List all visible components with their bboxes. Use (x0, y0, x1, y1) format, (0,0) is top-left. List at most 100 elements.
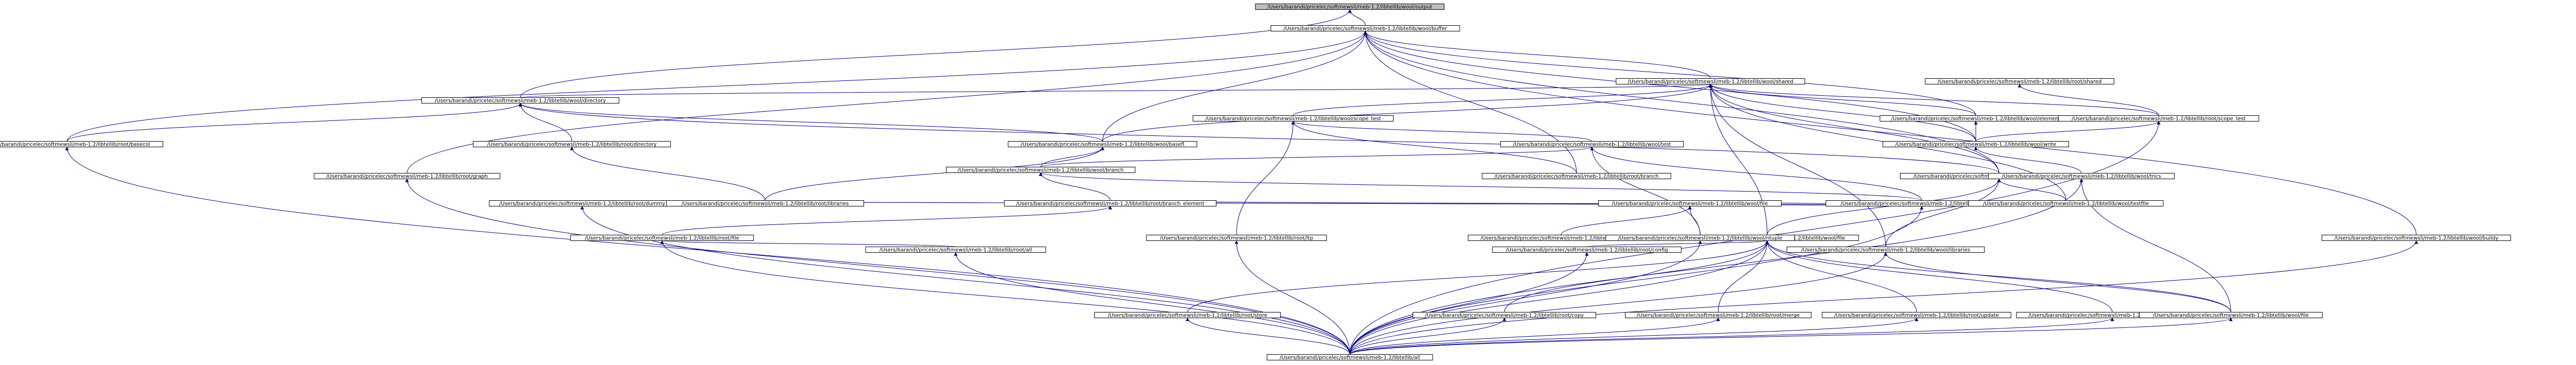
graph-edge-branch_element-to-wbranch (1039, 172, 1111, 201)
graph-edge-wbasefl-to-buffer (1102, 30, 1367, 142)
graph-edge-shared-to-buffer (1363, 30, 1711, 79)
graph-edge-wdirectory-to-shared (520, 83, 1712, 98)
graph-node-write[interactable]: /Users/barandi/pricelec/softmewsli/meb-1… (1883, 141, 2069, 148)
graph-node-rtfiltp[interactable]: /Users/barandi/pricelec/softmewsli/meb-1… (1146, 235, 1327, 241)
graph-node-box (1968, 200, 2164, 206)
graph-edge-wdirectory2-to-buffer (1363, 30, 1999, 173)
graph-node-label: /Users/barandi/pricelec/softmewsli/meb-1… (435, 98, 606, 104)
graph-node-label: /Users/barandi/pricelec/softmewsli/meb-1… (487, 142, 656, 148)
graph-node-wbasefl[interactable]: /Users/barandi/pricelec/softmewsli/meb-1… (1008, 141, 1197, 148)
graph-edge-bottom-to-wolfile (1349, 317, 2233, 355)
graph-node-basecolor[interactable]: /Users/barandi/pricelec/softmewsli/meb-1… (0, 141, 163, 148)
graph-edge-rscope_test-to-shared (1708, 83, 2159, 116)
graph-node-wlibraries[interactable]: /Users/barandi/pricelec/softmewsli/meb-1… (1786, 247, 1985, 253)
graph-edge-rtstore-to-wfile2 (1187, 240, 1769, 312)
graph-edge-bottom-to-rtfile (660, 240, 1350, 355)
graph-edge-bottom-to-rtupgrade (1349, 317, 2114, 355)
graph-node-label: /Users/barandi/pricelec/softmewsli/meb-1… (1513, 142, 1671, 148)
graph-node-label: /Users/barandi/pricelec/softmewsli/meb-1… (682, 201, 849, 207)
graph-edge-graph-to-buffer (406, 30, 1367, 173)
graph-node-element[interactable]: /Users/barandi/pricelec/softmewsli/meb-1… (1879, 115, 2072, 122)
graph-edge-wolfile-to-wtrics (2079, 178, 2231, 312)
graph-edge-rbranch-to-scope_test (1291, 120, 1577, 173)
graph-node-label: /Users/barandi/pricelec/softmewsli/meb-1… (1891, 116, 2061, 122)
graph-node-box (666, 200, 865, 206)
graph-edge-write-to-rscope_test (1975, 120, 2161, 142)
graph-edge-rtupgrade-to-wfile2 (1765, 240, 2113, 312)
graph-node-wntuple[interactable]: /Users/barandi/pricelec/softmewsli/meb-1… (1605, 235, 1795, 241)
graph-node-label: /Users/barandi/pricelec/softmewsli/meb-1… (1618, 236, 1782, 241)
graph-node-bottom[interactable]: /Users/barandi/pricelec/softmewsli/meb-1… (1266, 354, 1433, 361)
graph-node-wool_test[interactable]: /Users/barandi/pricelec/softmewsli/meb-1… (1500, 141, 1684, 148)
graph-node-wbranch[interactable]: /Users/barandi/pricelec/softmewsli/meb-1… (946, 167, 1136, 173)
graph-node-box (314, 173, 500, 179)
graph-edge-rdirectory-to-wdirectory (518, 102, 572, 142)
graph-node-wbuildly[interactable]: /Users/barandi/pricelec/softmewsli/meb-1… (2321, 235, 2511, 241)
graph-node-box (2139, 312, 2323, 318)
graph-node-label: /Users/barandi/pricelec/softmewsli/meb-1… (1938, 79, 2102, 85)
graph-node-wtestfile[interactable]: /Users/barandi/pricelec/softmewsli/meb-1… (1968, 200, 2164, 207)
graph-node-rdummy[interactable]: /Users/barandi/pricelec/softmewsli/meb-1… (489, 200, 675, 207)
graph-node-wtrics[interactable]: /Users/barandi/pricelec/softmewsli/meb-1… (1988, 173, 2175, 180)
graph-node-rtmerge[interactable]: /Users/barandi/pricelec/softmewsli/meb-1… (1625, 312, 1811, 319)
graph-edge-rtestall-to-wbranch (1039, 172, 1922, 201)
graph-edge-bottom-to-wlibraries (1349, 252, 1888, 355)
graph-node-label: /Users/barandi/pricelec/softmewsli/meb-1… (326, 174, 488, 180)
graph-node-label: /Users/barandi/pricelec/softmewsli/meb-1… (879, 248, 1032, 253)
graph-edge-bottom-to-wbuildly (1349, 240, 2418, 355)
graph-node-rtfile[interactable]: /Users/barandi/pricelec/softmewsli/meb-1… (570, 235, 754, 241)
graph-node-graph[interactable]: /Users/barandi/pricelec/softmewsli/meb-1… (314, 173, 500, 180)
graph-edge-rtconfig-to-wfile2 (1586, 240, 1769, 247)
graph-node-shared[interactable]: /Users/barandi/pricelec/softmewsli/meb-1… (1616, 78, 1805, 85)
graph-node-box (1822, 312, 2011, 318)
graph-node-rtstore[interactable]: /Users/barandi/pricelec/softmewsli/meb-1… (1094, 312, 1281, 319)
graph-edge-basecolor-to-wdirectory (66, 102, 522, 142)
graph-node-box (1598, 200, 1782, 206)
graph-node-rtupdate[interactable]: /Users/barandi/pricelec/softmewsli/meb-1… (1822, 312, 2011, 319)
graph-node-label: /Users/barandi/pricelec/softmewsli/meb-1… (1628, 79, 1793, 85)
graph-edge-wfile2-to-wdirectory2 (1767, 178, 2001, 235)
graph-node-rdirectory[interactable]: /Users/barandi/pricelec/softmewsli/meb-1… (472, 141, 671, 148)
graph-edge-rbranch-to-buffer (1363, 30, 1577, 173)
graph-node-box (1500, 141, 1684, 147)
graph-edge-basecolor-to-buffer (66, 30, 1367, 142)
graph-node-label: /Users/barandi/pricelec/softmewsli/meb-1… (1506, 248, 1668, 253)
graph-node-box (1008, 141, 1197, 147)
graph-edge-bottom-to-rtmerge (1349, 317, 1720, 355)
graph-edge-wlibraries-to-shared (1708, 83, 1886, 247)
graph-edge-bottom-to-rtfiltp (1234, 240, 1350, 355)
graph-node-rlibraries[interactable]: /Users/barandi/pricelec/softmewsli/meb-1… (666, 200, 865, 207)
graph-node-rtcopy[interactable]: /Users/barandi/pricelec/softmewsli/meb-1… (1412, 312, 1597, 319)
graph-node-wolfile[interactable]: /Users/barandi/pricelec/softmewsli/meb-1… (2139, 312, 2323, 319)
graph-node-wfile[interactable]: /Users/barandi/pricelec/softmewsli/meb-1… (1598, 200, 1782, 207)
graph-node-buffer[interactable]: /Users/barandi/pricelec/softmewsli/meb-1… (1270, 25, 1460, 32)
graph-edge-bottom-to-rtestall (1349, 205, 1924, 355)
graph-edge-wbasefl-to-wdirectory (518, 102, 1103, 142)
graph-edge-rtestall-to-wool_test (1590, 146, 1922, 201)
graph-node-rscope_test[interactable]: /Users/barandi/pricelec/softmewsli/meb-1… (2058, 115, 2259, 122)
graph-node-label: /Users/barandi/pricelec/softmewsli/meb-1… (585, 236, 739, 241)
graph-edge-scope_test-to-shared (1293, 83, 1713, 116)
graph-node-box (1616, 78, 1805, 84)
graph-node-label: /Users/barandi/pricelec/softmewsli/meb-1… (1612, 201, 1768, 207)
graph-node-label: /Users/barandi/pricelec/softmewsli/meb-1… (0, 142, 150, 148)
graph-node-branch_element[interactable]: /Users/barandi/pricelec/softmewsli/meb-1… (1004, 200, 1217, 207)
graph-edge-wbuildly-to-buffer (1363, 30, 2417, 235)
graph-node-rtshared[interactable]: /Users/barandi/pricelec/softmewsli/meb-1… (1925, 78, 2114, 85)
graph-node-box (1786, 247, 1985, 253)
graph-node-label: /Users/barandi/pricelec/softmewsli/meb-1… (499, 201, 666, 207)
graph-node-rbranch[interactable]: /Users/barandi/pricelec/softmewsli/meb-1… (1482, 173, 1671, 180)
graph-edge-element-to-shared (1708, 83, 1976, 116)
graph-edge-bottom-to-rtstore (1185, 317, 1350, 355)
graph-node-label: /Users/barandi/pricelec/softmewsli/meb-1… (1834, 313, 1999, 319)
graph-node-wdirectory[interactable]: /Users/barandi/pricelec/softmewsli/meb-1… (421, 97, 620, 104)
graph-node-rtall[interactable]: /Users/barandi/pricelec/softmewsli/meb-1… (865, 247, 1046, 253)
graph-node-rtconfig[interactable]: /Users/barandi/pricelec/softmewsli/meb-1… (1492, 247, 1682, 253)
graph-node-scope_test[interactable]: /Users/barandi/pricelec/softmewsli/meb-1… (1193, 115, 1394, 122)
graph-node-root[interactable]: /Users/barandi/pricelec/softmewsli/meb-1… (1255, 4, 1445, 10)
graph-node-label: /Users/barandi/pricelec/softmewsli/meb-1… (1801, 248, 1970, 253)
graph-node-box (1094, 312, 1281, 318)
graph-edge-bottom-to-rtall (954, 252, 1350, 355)
graph-edge-rtupdate-to-wfile2 (1765, 240, 1917, 312)
graph-node-label: /Users/barandi/pricelec/softmewsli/meb-1… (1425, 313, 1584, 319)
